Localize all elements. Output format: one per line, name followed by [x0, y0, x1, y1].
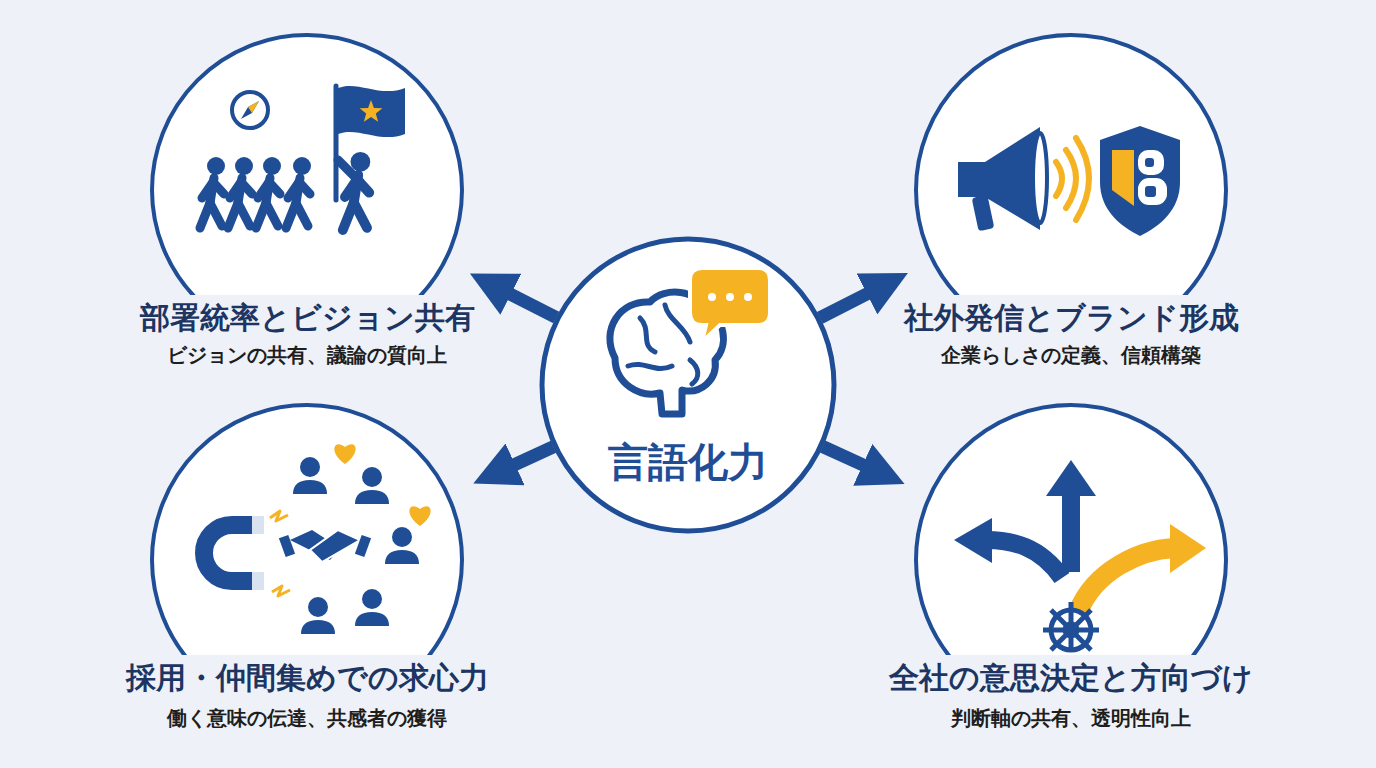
circle-outline [540, 237, 836, 533]
theme-circle: 全社の意思決定と方向づけ判断軸の共有、透明性向上 [914, 403, 1228, 748]
circle-outline [542, 239, 834, 531]
theme-heading: 部署統率とビジョン共有 [70, 300, 544, 336]
radiating-arrow [820, 293, 869, 318]
theme-subtitle: 働く意味の伝達、共感者の獲得 [70, 705, 544, 731]
circle-outline [150, 403, 464, 748]
theme-subtitle: 判断軸の共有、透明性向上 [834, 705, 1308, 731]
core-circle: 言語化力 [540, 237, 836, 533]
core-label: 言語化力 [460, 437, 916, 487]
radiating-arrow [513, 447, 553, 465]
circle-outline [916, 35, 1226, 295]
theme-heading: 採用・仲間集めでの求心力 [70, 660, 544, 696]
theme-subtitle: ビジョンの共有、議論の質向上 [70, 342, 544, 368]
theme-circle: 社外発信とブランド形成企業らしさの定義、信頼構築 [914, 33, 1228, 378]
theme-heading: 社外発信とブランド形成 [834, 300, 1308, 336]
theme-heading: 全社の意思決定と方向づけ [834, 660, 1308, 696]
theme-subtitle: 企業らしさの定義、信頼構築 [834, 342, 1308, 368]
theme-circle: 採用・仲間集めでの求心力働く意味の伝達、共感者の獲得 [150, 403, 464, 748]
circle-outline [914, 403, 1228, 748]
circle-outline [152, 35, 462, 295]
circle-outline [152, 405, 462, 655]
theme-circle: 部署統率とビジョン共有ビジョンの共有、議論の質向上 [150, 33, 464, 378]
radiating-arrow [509, 293, 556, 317]
circle-outline [916, 405, 1226, 655]
radiating-arrow [823, 447, 865, 466]
